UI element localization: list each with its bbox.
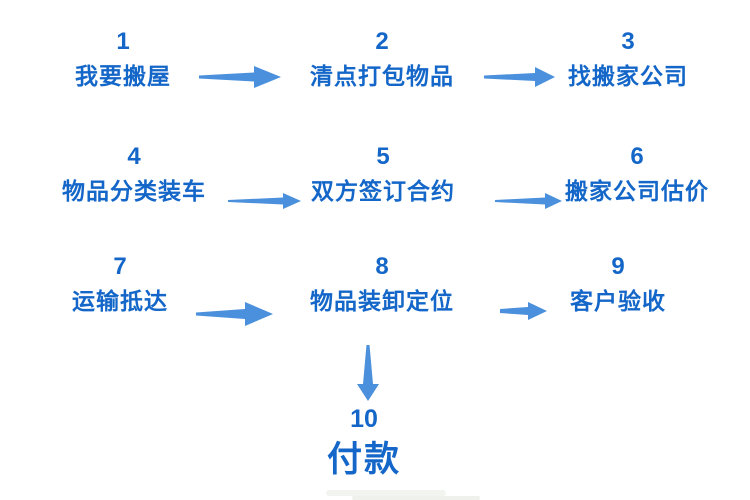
step-label: 双方签订合约	[311, 177, 455, 204]
flow-step-10: 10 付款	[244, 405, 484, 480]
flow-step-2: 2 清点打包物品	[262, 28, 502, 89]
step-number: 2	[375, 28, 389, 55]
flow-step-6: 6 搬家公司估价	[517, 143, 750, 204]
step-label: 运输抵达	[72, 287, 168, 314]
cutoff-element-bottom	[352, 496, 480, 500]
flow-step-5: 5 双方签订合约	[263, 143, 503, 204]
step-number: 10	[350, 405, 378, 433]
flow-step-8: 8 物品装卸定位	[262, 253, 502, 314]
cutoff-element-bottom	[326, 490, 446, 496]
flow-step-3: 3 找搬家公司	[508, 28, 748, 89]
step-label: 搬家公司估价	[565, 177, 709, 204]
step-label: 我要搬屋	[75, 62, 171, 89]
step-number: 9	[611, 253, 625, 280]
flow-step-9: 9 客户验收	[498, 253, 738, 314]
step-number: 8	[375, 253, 389, 280]
step-number: 7	[113, 253, 127, 280]
step-label: 付款	[326, 439, 401, 479]
step-number: 5	[376, 143, 390, 170]
step-label: 物品分类装车	[62, 177, 206, 204]
step-number: 6	[630, 143, 644, 170]
step-number: 4	[127, 143, 141, 170]
flow-step-4: 4 物品分类装车	[14, 143, 254, 204]
step-label: 物品装卸定位	[310, 287, 454, 314]
step-label: 清点打包物品	[310, 62, 454, 89]
flow-step-1: 1 我要搬屋	[3, 28, 243, 89]
arrow-step8-step10	[357, 345, 379, 401]
step-label: 找搬家公司	[568, 62, 688, 89]
flow-step-7: 7 运输抵达	[0, 253, 240, 314]
step-number: 1	[116, 28, 130, 55]
step-number: 3	[621, 28, 635, 55]
step-label: 客户验收	[570, 287, 666, 314]
